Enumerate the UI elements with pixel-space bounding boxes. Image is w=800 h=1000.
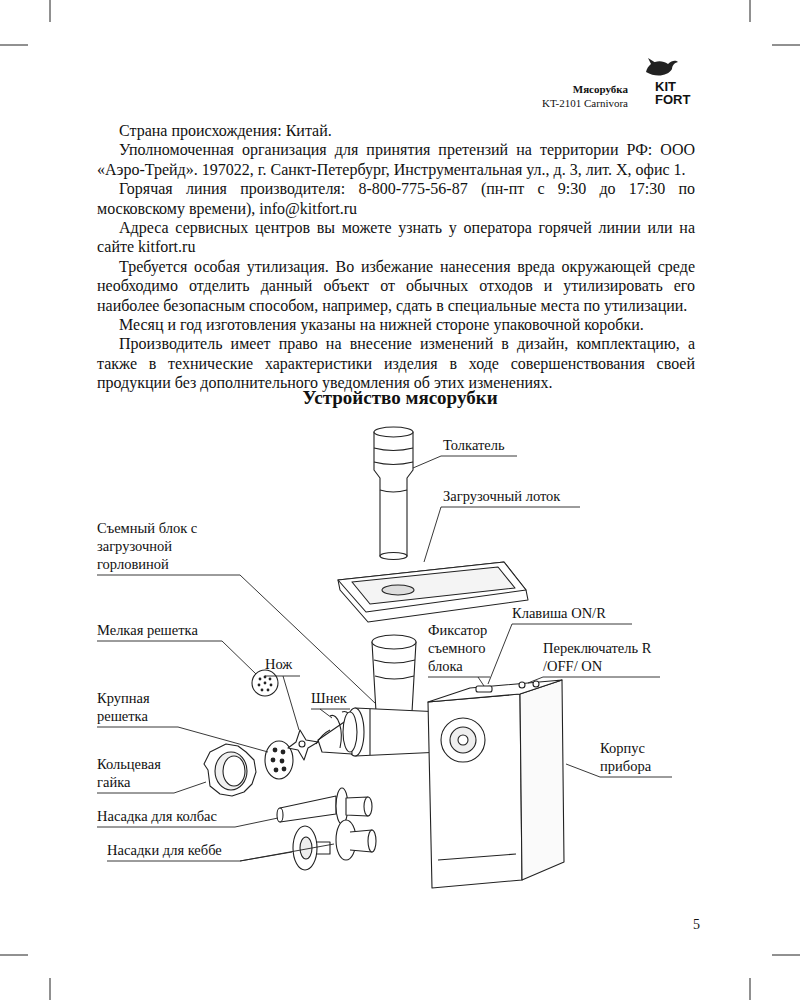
- header-title: Мясорубка: [470, 80, 628, 98]
- part-label: Шнек: [311, 689, 371, 707]
- page-number: 5: [680, 916, 700, 934]
- paragraph: Производитель имеет право на внесение из…: [97, 334, 695, 392]
- part-label: Фиксатор съемного блока: [428, 621, 502, 675]
- brand-logo: KIT FORT: [655, 80, 699, 106]
- paragraph: Страна происхождения: Китай.: [97, 121, 695, 140]
- paragraph-block: Страна происхождения: Китай.Уполномоченн…: [97, 121, 695, 393]
- part-label: Загрузочный лоток: [443, 487, 603, 505]
- paragraph: Адреса сервисных центров вы можете узнат…: [97, 218, 695, 257]
- part-label: Клавиша ON/R: [512, 604, 652, 622]
- part-label: Мелкая решетка: [97, 621, 237, 639]
- logo-bird: [646, 58, 678, 76]
- part-label: Насадка для колбас: [97, 807, 257, 825]
- paragraph: Месяц и год изготовления указаны на нижн…: [97, 315, 695, 334]
- part-label: Съемный блок с загрузочной горловиной: [97, 519, 215, 573]
- section-heading: Устройство мясорубки: [200, 386, 600, 410]
- part-label: Толкатель: [443, 436, 563, 454]
- part-label: Переключатель R /OFF/ ON: [543, 639, 659, 675]
- header-model: KT-2101 Carnivora: [470, 94, 628, 112]
- part-label: Корпус прибора: [600, 739, 672, 775]
- part-label: Кольцевая гайка: [97, 755, 179, 791]
- paragraph: Горячая линия производителя: 8-800-775-5…: [97, 179, 695, 218]
- part-label: Крупная решетка: [97, 689, 179, 725]
- paragraph: Требуется особая утилизация. Во избежани…: [97, 257, 695, 315]
- part-label: Насадки для кеббе: [107, 841, 267, 859]
- paragraph: Уполномоченная организация для принятия …: [97, 140, 695, 179]
- part-label: Нож: [265, 655, 315, 673]
- leader-lines: [97, 456, 672, 861]
